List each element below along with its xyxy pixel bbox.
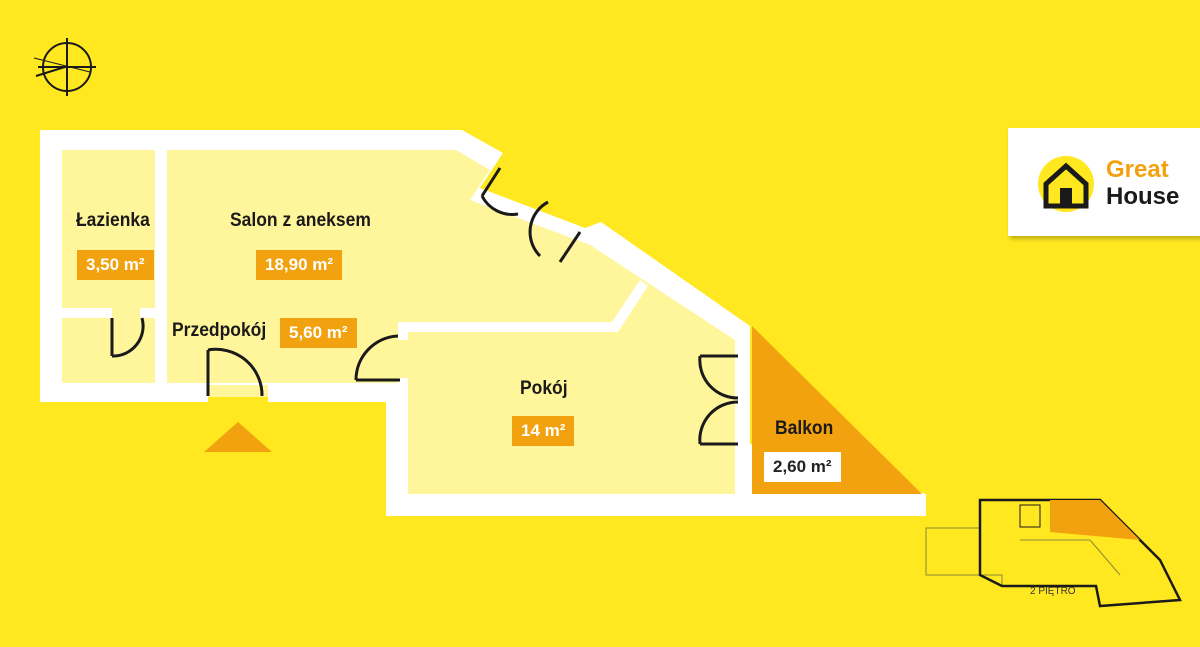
area-tag-balkon: 2,60 m²: [764, 452, 841, 482]
logo-line2: House: [1106, 183, 1180, 210]
logo-line1: Great: [1106, 156, 1169, 183]
area-tag-lazienka: 3,50 m²: [77, 250, 154, 280]
area-tag-przedpokoj: 5,60 m²: [280, 318, 357, 348]
room-wall: [398, 280, 648, 332]
room-name-balkon: Balkon: [775, 418, 834, 439]
floor-label: 2 PIĘTRO: [1030, 586, 1076, 597]
compass-icon: [33, 38, 96, 96]
great-house-logo: Great House: [1008, 128, 1200, 236]
room-name-salon: Salon z aneksem: [230, 210, 371, 231]
area-tag-pokoj: 14 m²: [512, 416, 575, 446]
house-logo-icon: [1038, 156, 1094, 212]
logo-wordmark: Great House: [1106, 156, 1179, 210]
key-plan: [925, 498, 1182, 608]
room-name-pokoj: Pokój: [520, 378, 568, 399]
bathroom-wall: [155, 150, 167, 312]
door-swings: [110, 167, 739, 446]
area-tag-salon: 18,90 m²: [256, 250, 343, 280]
entrance-arrow-icon: [204, 422, 272, 452]
room-name-lazienka: Łazienka: [76, 210, 150, 231]
room-name-przedpokoj: Przedpokój: [172, 320, 267, 341]
